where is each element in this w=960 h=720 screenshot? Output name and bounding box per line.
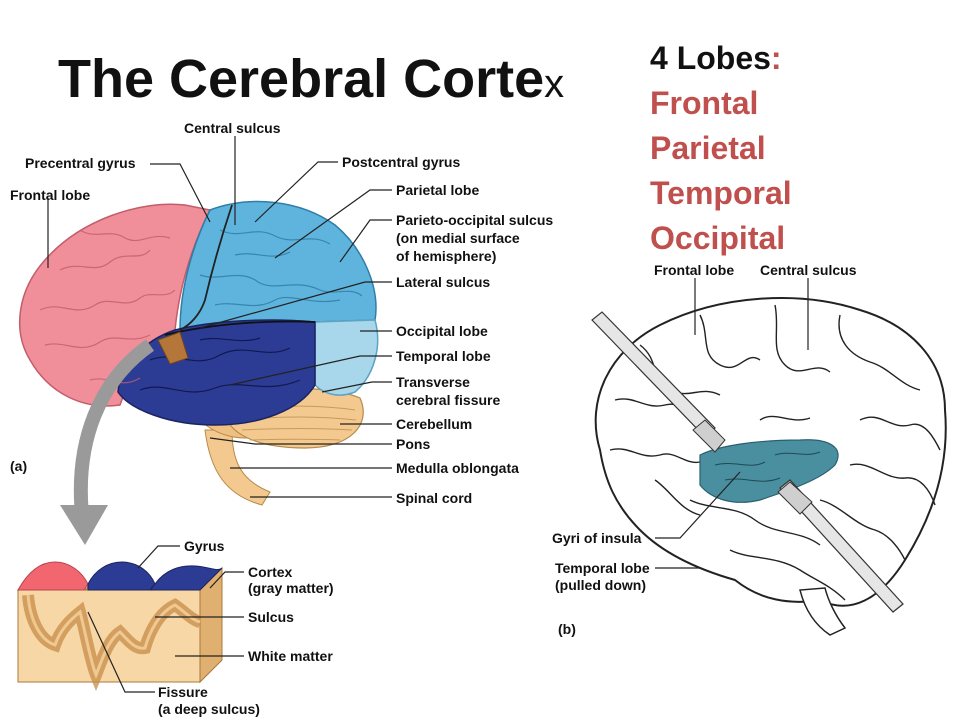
label-b-central-sulcus: Central sulcus [760, 262, 857, 278]
label-fissure-1: Fissure [158, 684, 208, 700]
label-parieto-occipital-1: Parieto-occipital sulcus [396, 212, 554, 228]
label-temporal-lobe: Temporal lobe [396, 348, 491, 364]
frontal-lobe-shape [18, 203, 212, 407]
label-medulla: Medulla oblongata [396, 460, 519, 476]
lobe-occipital: Occipital [650, 220, 786, 256]
label-spinal-cord: Spinal cord [396, 490, 473, 506]
label-parietal-lobe: Parietal lobe [396, 182, 480, 198]
cortex-section-illustration [16, 561, 223, 692]
label-b-temporal-2: (pulled down) [555, 577, 646, 593]
label-central-sulcus: Central sulcus [184, 120, 281, 136]
label-precentral-gyrus: Precentral gyrus [25, 155, 136, 171]
lobes-colon: : [770, 40, 782, 76]
title-tail: x [544, 62, 565, 106]
label-transverse-2: cerebral fissure [396, 392, 501, 408]
lobe-frontal: Frontal [650, 85, 759, 121]
label-white-matter: White matter [248, 648, 333, 664]
label-gyri-insula: Gyri of insula [552, 530, 642, 546]
label-fissure-2: (a deep sulcus) [158, 701, 260, 717]
label-cerebellum: Cerebellum [396, 416, 473, 432]
label-lateral-sulcus: Lateral sulcus [396, 274, 491, 290]
label-parieto-occipital-2: (on medial surface [396, 230, 520, 246]
label-pons: Pons [396, 436, 431, 452]
label-sulcus: Sulcus [248, 609, 294, 625]
label-transverse-1: Transverse [396, 374, 470, 390]
label-b-temporal-1: Temporal lobe [555, 560, 650, 576]
label-parieto-occipital-3: of hemisphere) [396, 248, 497, 264]
label-postcentral-gyrus: Postcentral gyrus [342, 154, 461, 170]
label-gyrus: Gyrus [184, 538, 225, 554]
label-cortex-2: (gray matter) [248, 580, 334, 596]
lobes-heading: 4 Lobes [650, 40, 771, 76]
label-occipital-lobe: Occipital lobe [396, 323, 488, 339]
lobe-parietal: Parietal [650, 130, 766, 166]
panel-label-a: (a) [10, 458, 28, 474]
lobes-list: 4 Lobes: Frontal Parietal Temporal Occip… [650, 36, 792, 261]
zoom-arrow [73, 339, 155, 516]
title-main: The Cerebral Corte [58, 49, 545, 109]
label-cortex-1: Cortex [248, 564, 293, 580]
panel-label-b: (b) [558, 621, 576, 637]
label-b-frontal-lobe: Frontal lobe [654, 262, 735, 278]
brain-insula-illustration [591, 297, 947, 636]
lobe-temporal: Temporal [650, 175, 792, 211]
insula-region [699, 439, 839, 503]
label-frontal-lobe: Frontal lobe [10, 187, 91, 203]
page-title: The Cerebral Cortex [58, 52, 564, 106]
